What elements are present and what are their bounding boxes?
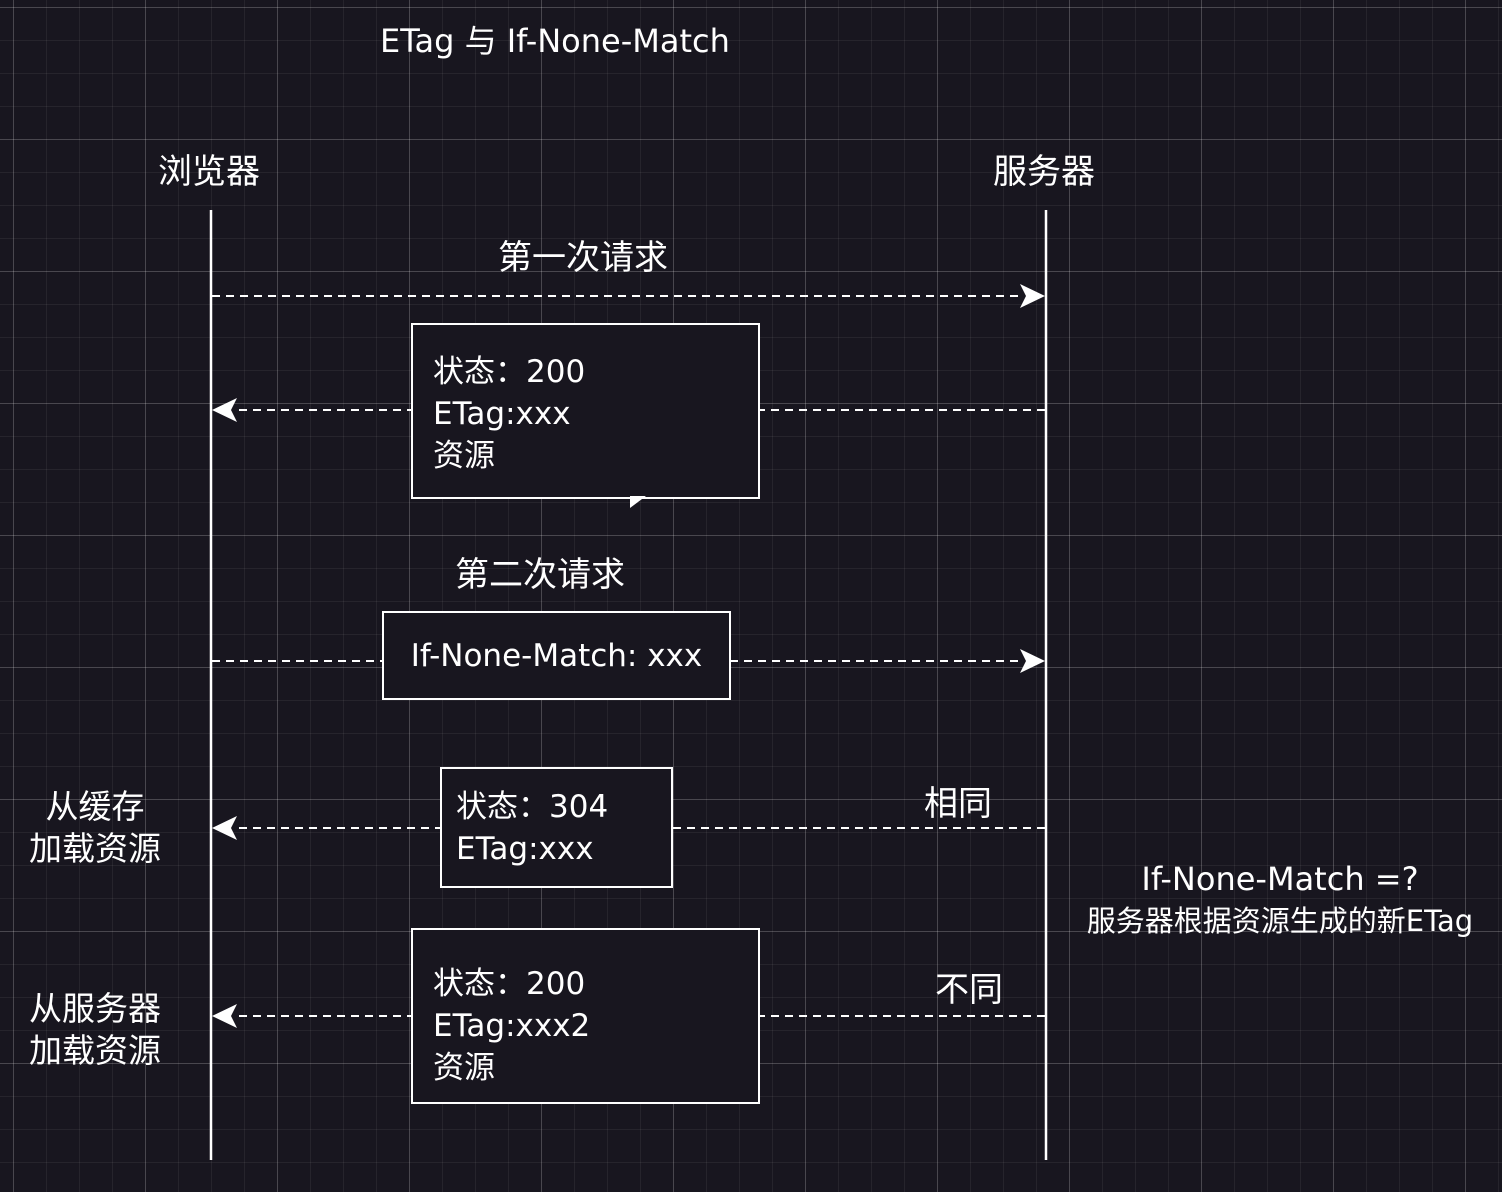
from-server-line2: 加载资源 bbox=[29, 1031, 161, 1070]
response1-status: 状态：200 bbox=[433, 354, 586, 390]
request2-box: If-None-Match: xxx bbox=[382, 611, 731, 700]
from-cache-line2: 加载资源 bbox=[29, 829, 161, 868]
response304-status: 状态：304 bbox=[456, 789, 609, 825]
response304-arrowhead bbox=[212, 816, 237, 840]
second-request-label: 第二次请求 bbox=[455, 555, 625, 595]
first-request-arrowhead bbox=[1020, 284, 1045, 308]
response1-resource: 资源 bbox=[433, 438, 495, 474]
second-request-arrowhead bbox=[1020, 649, 1045, 673]
response1-arrowhead bbox=[212, 398, 237, 422]
response200b-box: 状态：200 ETag:xxx2 资源 bbox=[411, 928, 760, 1104]
request2-header: If-None-Match: xxx bbox=[410, 638, 703, 674]
response304-etag: ETag:xxx bbox=[456, 831, 594, 867]
compare-line1: If-None-Match =? bbox=[1141, 860, 1419, 898]
response1-etag: ETag:xxx bbox=[433, 396, 571, 432]
compare-note: If-None-Match =? 服务器根据资源生成的新ETag bbox=[1062, 858, 1498, 942]
same-label: 相同 bbox=[924, 784, 992, 824]
from-server-note: 从服务器 加载资源 bbox=[20, 988, 170, 1072]
compare-line2: 服务器根据资源生成的新ETag bbox=[1086, 904, 1474, 938]
response1-box: 状态：200 ETag:xxx 资源 bbox=[411, 323, 760, 499]
server-label: 服务器 bbox=[993, 152, 1095, 192]
browser-label: 浏览器 bbox=[158, 152, 260, 192]
response1-box-tail bbox=[630, 496, 646, 508]
from-cache-note: 从缓存 加载资源 bbox=[20, 786, 170, 870]
first-request-label: 第一次请求 bbox=[498, 238, 668, 278]
response200b-status: 状态：200 bbox=[433, 966, 586, 1002]
from-cache-line1: 从缓存 bbox=[45, 787, 145, 826]
response200b-arrowhead bbox=[212, 1004, 237, 1028]
from-server-line1: 从服务器 bbox=[29, 989, 161, 1028]
response200b-resource: 资源 bbox=[433, 1050, 495, 1086]
response304-box: 状态：304 ETag:xxx bbox=[440, 767, 673, 888]
response200b-etag: ETag:xxx2 bbox=[433, 1008, 591, 1044]
diagram-title: ETag 与 If-None-Match bbox=[380, 22, 730, 60]
different-label: 不同 bbox=[935, 970, 1003, 1010]
